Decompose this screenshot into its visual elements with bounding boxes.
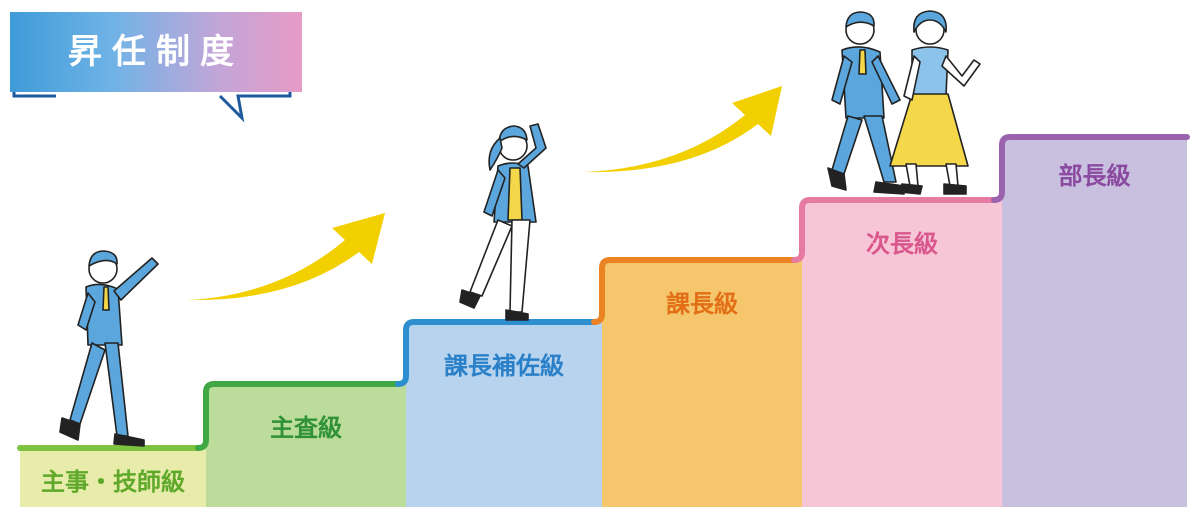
step-5-fill <box>802 200 1002 507</box>
arrow-1 <box>188 213 385 301</box>
shoe <box>459 289 481 309</box>
right-arm <box>941 55 981 87</box>
arrow-2 <box>585 86 782 173</box>
step-5-outline <box>791 197 997 263</box>
woman-looking-figure <box>459 123 547 321</box>
tie <box>858 49 867 75</box>
shoe <box>827 167 847 191</box>
left-leg <box>831 115 863 175</box>
skirt <box>889 93 969 167</box>
step-label-4: 課長級 <box>666 290 738 318</box>
hair <box>88 250 118 267</box>
left-leg <box>905 163 919 187</box>
step-1-fill <box>20 448 206 507</box>
left-arm <box>903 55 921 101</box>
step-3-outline <box>395 319 597 387</box>
step-label-3: 課長補佐級 <box>444 352 564 380</box>
right-arm <box>871 55 901 105</box>
right-leg <box>863 115 897 183</box>
hair <box>845 11 875 28</box>
step-6-outline <box>991 134 1190 203</box>
shoe <box>113 433 145 447</box>
hair <box>498 125 528 143</box>
shoe <box>899 183 923 195</box>
step-4-outline <box>591 257 797 325</box>
step-label-5: 次長級 <box>866 230 938 258</box>
step-label-2: 主査級 <box>270 414 342 442</box>
step-outlines <box>17 134 1190 451</box>
left-leg <box>69 342 106 425</box>
lower-arm <box>483 169 506 217</box>
man-pointing-figure <box>59 250 159 447</box>
page-title: 昇任制度 <box>68 32 244 72</box>
step-6-fill <box>1002 137 1187 507</box>
ponytail <box>488 137 503 171</box>
step-2-fill <box>206 384 406 507</box>
shoe <box>943 183 967 195</box>
raised-arm <box>113 257 159 301</box>
shoe <box>505 309 529 321</box>
left-leg <box>469 219 513 297</box>
lower-arm <box>77 292 96 331</box>
arrows <box>188 86 782 301</box>
raised-arm <box>517 123 547 169</box>
right-leg <box>104 342 129 437</box>
step-fills <box>20 137 1187 507</box>
left-arm <box>831 55 853 105</box>
shoe <box>873 181 905 195</box>
title-background <box>10 12 302 92</box>
step-label-6: 部長級 <box>1058 162 1131 190</box>
step-4-fill <box>602 260 802 507</box>
shoe <box>59 417 81 441</box>
step-label-1: 主事・技師級 <box>41 468 185 496</box>
right-leg <box>945 163 959 187</box>
vest <box>911 46 949 97</box>
shirt <box>507 167 523 221</box>
man-walking-figure <box>827 11 905 195</box>
hair <box>913 10 947 33</box>
tie <box>102 286 110 311</box>
step-3-fill <box>406 322 602 507</box>
torso <box>85 283 123 346</box>
step-2-outline <box>195 381 401 451</box>
right-leg <box>509 219 531 313</box>
woman-walking-figure <box>889 10 981 195</box>
